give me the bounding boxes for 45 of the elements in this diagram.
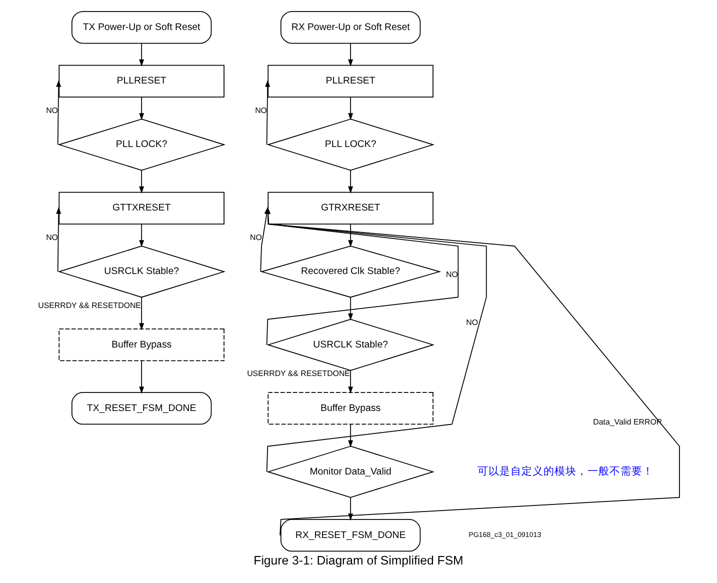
arrow — [348, 424, 354, 448]
arrow — [348, 42, 354, 66]
node-diamond: Recovered Clk Stable? — [260, 246, 442, 298]
node-diamond: PLL LOCK? — [58, 118, 226, 171]
arrow — [139, 360, 144, 394]
arrow — [266, 206, 459, 346]
node-box: RX_RESET_FSM_DONE — [280, 519, 421, 552]
node-box: PLLRESET — [268, 64, 434, 98]
edge-label: NO — [46, 106, 58, 116]
edge-label: NO — [46, 233, 58, 242]
arrow — [139, 297, 144, 330]
arrow — [266, 206, 680, 536]
node-diamond: USRCLK Stable? — [58, 246, 226, 298]
node-box: Buffer Bypass — [58, 328, 224, 362]
node-diamond: PLL LOCK? — [266, 118, 434, 171]
arrow — [139, 42, 144, 66]
node-box: TX_RESET_FSM_DONE — [71, 392, 212, 425]
caption: Figure 3-1: Diagram of Simplified FSM — [254, 554, 464, 568]
node-box: GTTXRESET — [58, 192, 224, 224]
arrow — [348, 170, 354, 194]
edge-label: USERRDY && RESETDONE — [247, 369, 350, 378]
arrow — [348, 224, 354, 248]
arrow — [348, 297, 354, 320]
node-box: TX Power-Up or Soft Reset — [71, 11, 212, 44]
node-box: PLLRESET — [58, 64, 224, 98]
node-box: GTRXRESET — [268, 192, 434, 224]
node-diamond: Monitor Data_Valid — [266, 446, 434, 498]
node-box: Buffer Bypass — [268, 392, 434, 425]
edge-label: NO — [466, 318, 478, 327]
node-diamond: USRCLK Stable? — [266, 318, 434, 371]
arrow — [348, 370, 354, 394]
label: 可以是自定义的模块，一般不需要！ — [478, 466, 654, 478]
edge-label: NO — [446, 270, 458, 280]
arrow — [266, 206, 487, 472]
node-box: RX Power-Up or Soft Reset — [280, 11, 421, 44]
edge-label: NO — [255, 106, 267, 116]
arrow — [56, 80, 62, 146]
edge-label: USERRDY && RESETDONE — [38, 301, 141, 310]
arrow — [139, 170, 144, 194]
arrow — [139, 96, 144, 120]
arrow — [56, 206, 62, 272]
arrow — [348, 96, 354, 120]
arrow — [265, 80, 270, 146]
edge-label: NO — [250, 232, 262, 242]
arrow — [139, 224, 144, 248]
